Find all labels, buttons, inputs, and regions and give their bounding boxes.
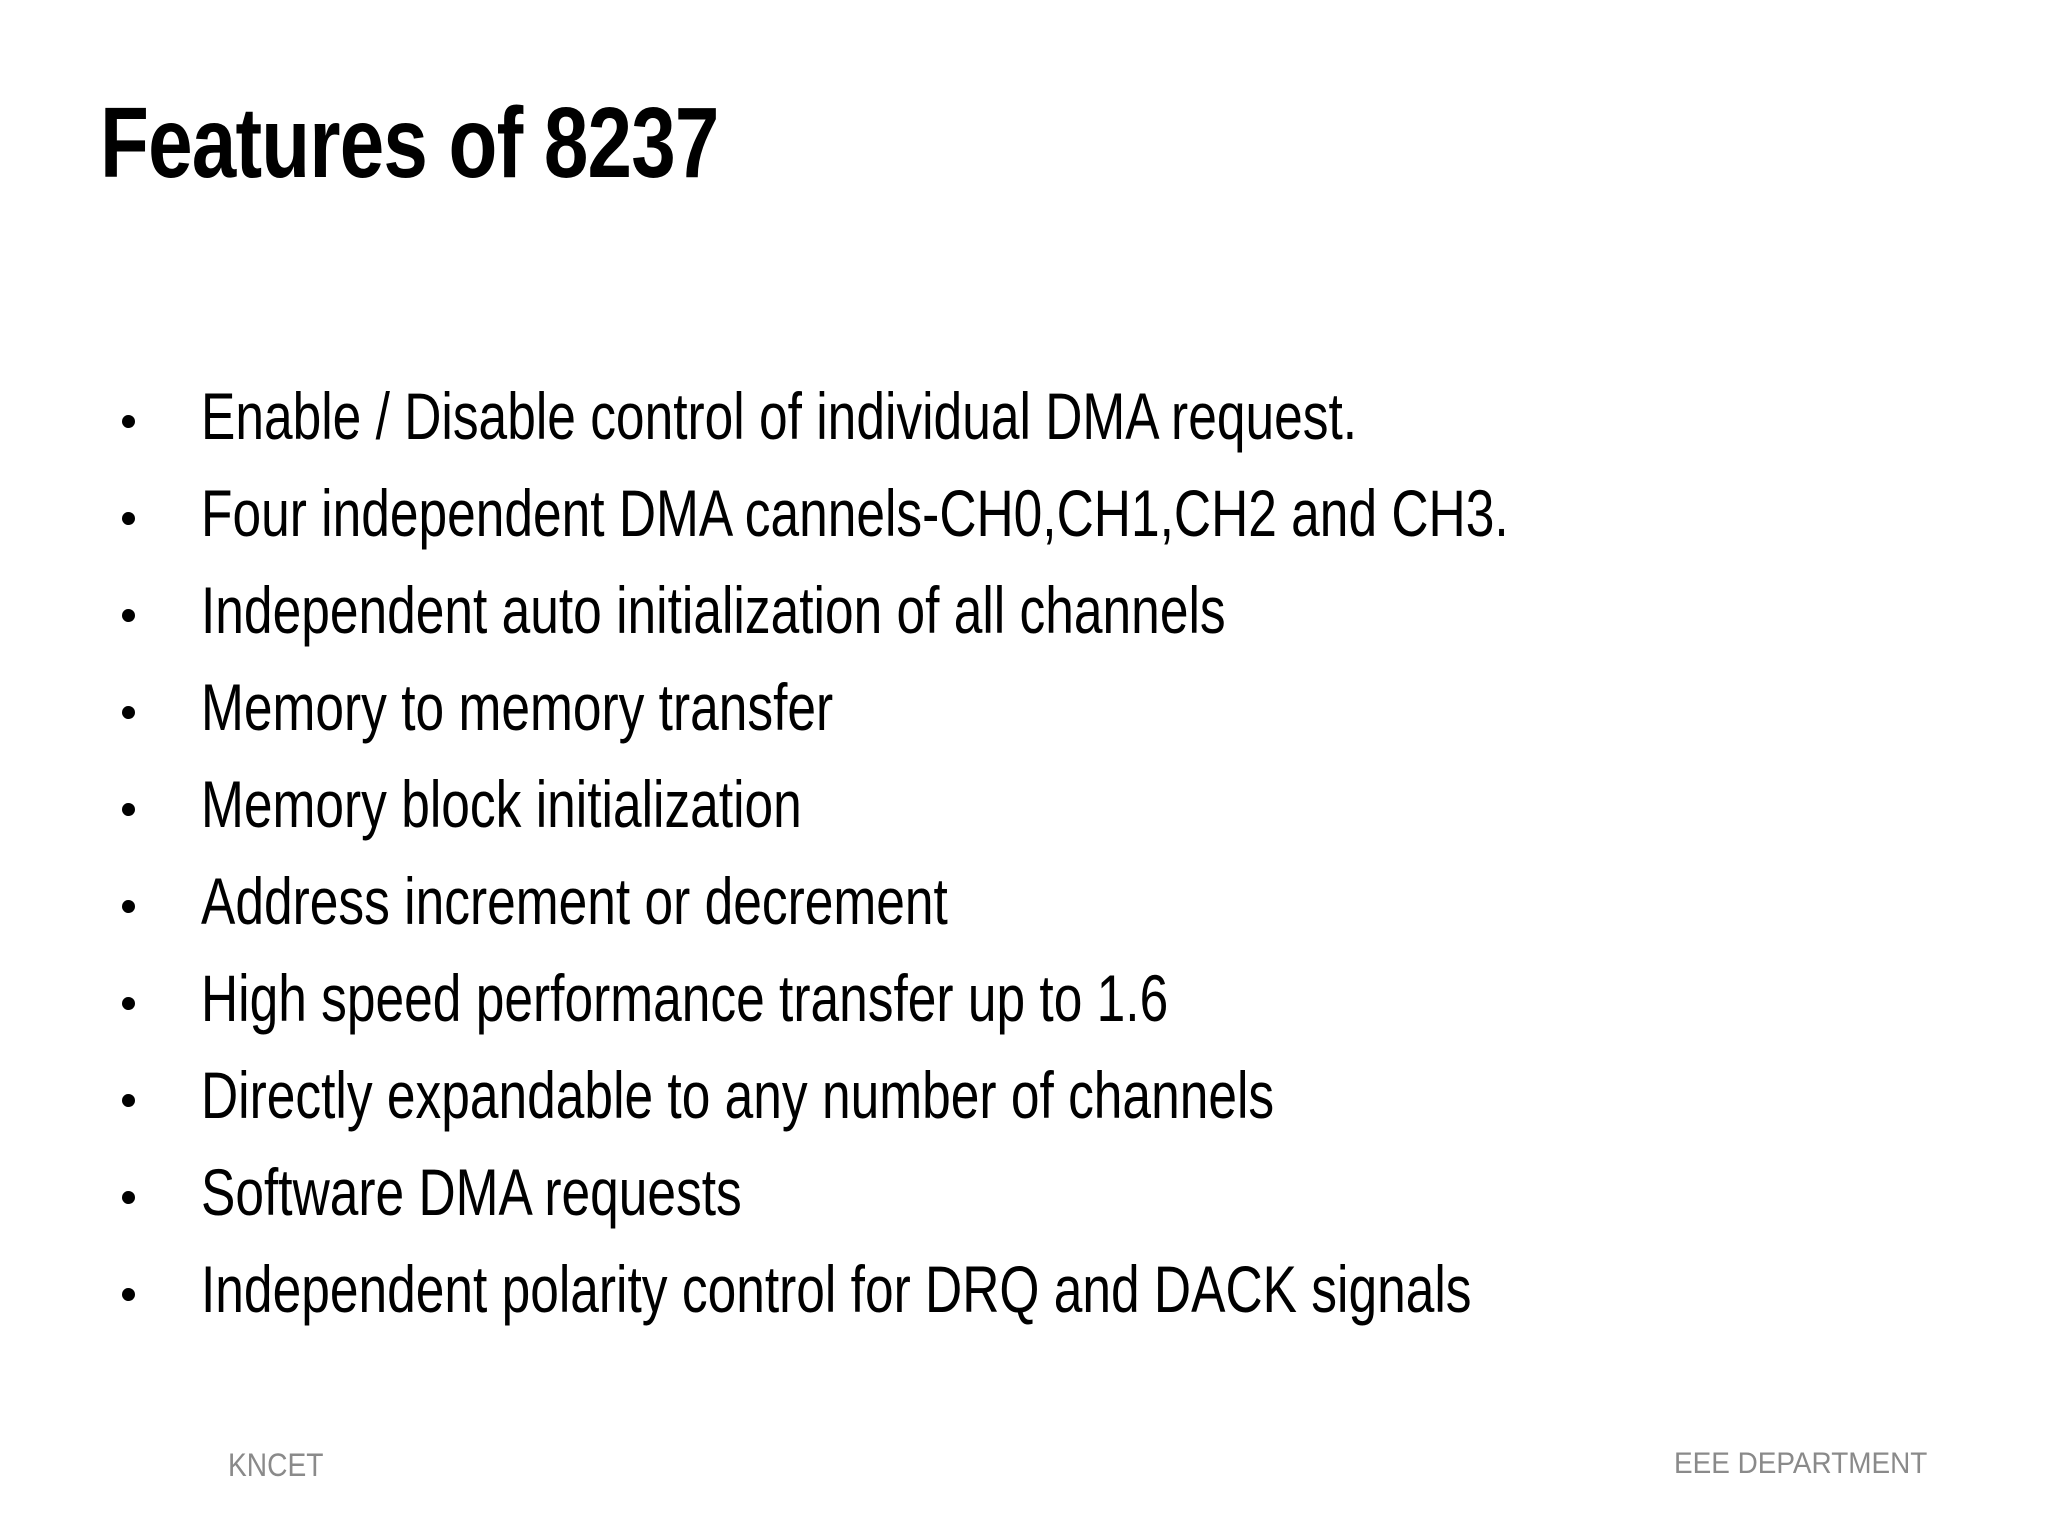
bullet-item: Independent auto initialization of all c… <box>110 562 1910 659</box>
bullet-dot-icon <box>122 512 135 525</box>
bullet-text: Enable / Disable control of individual D… <box>201 379 1358 453</box>
bullet-dot-icon <box>122 706 135 719</box>
bullet-item: Software DMA requests <box>110 1144 1910 1241</box>
bullet-item: High speed performance transfer up to 1.… <box>110 950 1910 1047</box>
bullet-item: Independent polarity control for DRQ and… <box>110 1241 1910 1338</box>
bullet-text: High speed performance transfer up to 1.… <box>201 961 1169 1035</box>
bullet-item: Memory block initialization <box>110 756 1910 853</box>
bullet-text: Directly expandable to any number of cha… <box>201 1058 1275 1132</box>
slide-title: Features of 8237 <box>100 87 719 199</box>
bullet-item: Enable / Disable control of individual D… <box>110 368 1910 465</box>
bullet-dot-icon <box>122 803 135 816</box>
bullet-dot-icon <box>122 1288 135 1301</box>
bullet-text: Independent polarity control for DRQ and… <box>201 1252 1472 1326</box>
bullet-text: Software DMA requests <box>201 1155 742 1229</box>
bullet-list: Enable / Disable control of individual D… <box>110 368 1910 1338</box>
bullet-item: Directly expandable to any number of cha… <box>110 1047 1910 1144</box>
bullet-dot-icon <box>122 997 135 1010</box>
bullet-item: Four independent DMA cannels-CH0,CH1,CH2… <box>110 465 1910 562</box>
bullet-dot-icon <box>122 609 135 622</box>
bullet-text: Address increment or decrement <box>201 864 948 938</box>
bullet-dot-icon <box>122 1094 135 1107</box>
bullet-dot-icon <box>122 1191 135 1204</box>
footer-institution: KNCET <box>228 1447 324 1483</box>
bullet-text: Memory to memory transfer <box>201 670 834 744</box>
bullet-text: Independent auto initialization of all c… <box>201 573 1226 647</box>
footer-department: EEE DEPARTMENT <box>1673 1447 1927 1480</box>
bullet-dot-icon <box>122 900 135 913</box>
bullet-dot-icon <box>122 415 135 428</box>
bullet-text: Memory block initialization <box>201 767 802 841</box>
bullet-item: Memory to memory transfer <box>110 659 1910 756</box>
bullet-item: Address increment or decrement <box>110 853 1910 950</box>
bullet-text: Four independent DMA cannels-CH0,CH1,CH2… <box>201 476 1509 550</box>
